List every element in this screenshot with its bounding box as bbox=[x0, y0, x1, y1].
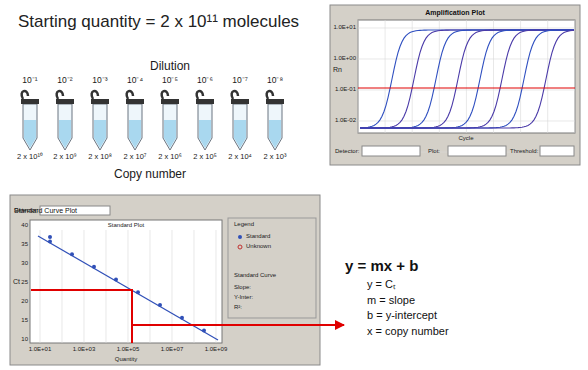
window-frame bbox=[10, 195, 320, 365]
label: 1.0E+07 bbox=[161, 346, 184, 353]
label: 2 x 10¹⁰ bbox=[17, 153, 43, 162]
label: 1.0E+00 bbox=[333, 55, 356, 62]
label: Standard Plot bbox=[108, 222, 144, 229]
window-title: Standard Curve Plot bbox=[10, 205, 320, 217]
label: Ct bbox=[13, 278, 20, 286]
label: 40 bbox=[21, 222, 28, 229]
label: Detector: bbox=[335, 148, 359, 155]
label: Quantity bbox=[115, 356, 137, 363]
label: 2 x 10⁵ bbox=[193, 153, 217, 162]
grid bbox=[40, 230, 216, 343]
label: 10 bbox=[21, 336, 28, 343]
tube bbox=[161, 91, 179, 150]
label: Legend bbox=[234, 221, 254, 228]
tube bbox=[21, 91, 39, 150]
read-off-line bbox=[31, 290, 132, 343]
label: 1.0E+09 bbox=[205, 346, 228, 353]
equation: y = mx + b bbox=[345, 255, 453, 277]
label: Threshold: bbox=[510, 148, 538, 155]
label: 2 x 10⁷ bbox=[123, 153, 146, 162]
label: Rn bbox=[333, 66, 342, 74]
amplification-curves bbox=[360, 30, 574, 128]
label: 10⁻² bbox=[57, 76, 72, 86]
label: 2 x 10⁶ bbox=[158, 153, 182, 162]
label: 1.0E+03 bbox=[73, 346, 96, 353]
equation-term: m = slope bbox=[367, 293, 453, 309]
label: 10⁻³ bbox=[92, 76, 107, 86]
legend-marker bbox=[238, 245, 242, 249]
standard-points bbox=[48, 235, 206, 332]
amplification-plot-window: Amplification Plot bbox=[330, 5, 580, 165]
label: R²: bbox=[234, 304, 242, 311]
equation-term: b = y-intercept bbox=[367, 308, 453, 324]
heading: Starting quantity = 2 x 10¹¹ molecules bbox=[18, 12, 299, 32]
label: 1.0E-01 bbox=[335, 86, 356, 93]
label: Slope: bbox=[234, 284, 251, 291]
threshold-line bbox=[358, 88, 575, 89]
legend-marker bbox=[238, 235, 242, 239]
window-frame bbox=[330, 5, 580, 165]
standard-curve-window: Standard Curve Plot bbox=[10, 195, 320, 365]
label: 15 bbox=[21, 317, 28, 324]
label: 1.0E+01 bbox=[29, 346, 52, 353]
label: 10⁻¹ bbox=[22, 76, 37, 86]
label: Unknown bbox=[246, 243, 271, 250]
tube bbox=[126, 91, 144, 150]
label: 10⁻⁶ bbox=[197, 76, 213, 86]
pointer-line bbox=[132, 324, 320, 326]
label: Standard bbox=[246, 233, 270, 240]
label: Copy number bbox=[114, 168, 186, 182]
label: 1.0E+05 bbox=[117, 346, 140, 353]
label: 2 x 10⁹ bbox=[53, 153, 77, 162]
label: 2 x 10⁴ bbox=[228, 153, 252, 162]
grid bbox=[358, 20, 575, 152]
label: 10⁻⁸ bbox=[267, 76, 283, 86]
window-title: Amplification Plot bbox=[330, 5, 580, 18]
label: 25 bbox=[21, 279, 28, 286]
tube bbox=[91, 91, 109, 150]
equation-term: y = Cₜ bbox=[367, 277, 453, 293]
tube bbox=[196, 91, 214, 150]
plot-area bbox=[358, 20, 575, 133]
label: Standard Curve bbox=[234, 272, 276, 279]
label: 1.0E+01 bbox=[333, 24, 356, 31]
label: 2 x 10⁸ bbox=[88, 153, 112, 162]
label: 30 bbox=[21, 260, 28, 267]
label: Plot: bbox=[428, 148, 440, 155]
input-box bbox=[540, 146, 574, 156]
tubes bbox=[21, 91, 284, 150]
equation-term: x = copy number bbox=[367, 324, 453, 340]
tube bbox=[56, 91, 74, 150]
dropdown bbox=[448, 146, 506, 156]
label: 2 x 10³ bbox=[264, 153, 287, 162]
dropdown bbox=[362, 146, 420, 156]
label: 10⁻⁴ bbox=[127, 76, 143, 86]
label: 20 bbox=[21, 298, 28, 305]
label: 10⁻⁷ bbox=[232, 76, 248, 86]
label: Dilution bbox=[150, 60, 190, 74]
label: 35 bbox=[21, 241, 28, 248]
tube bbox=[266, 91, 284, 150]
equation-block: y = mx + by = Cₜm = slopeb = y-intercept… bbox=[345, 255, 453, 341]
label: Cycle bbox=[458, 135, 473, 142]
pointer-arrow bbox=[320, 324, 344, 326]
label: Y-Inter: bbox=[234, 294, 253, 301]
legend-panel bbox=[228, 218, 316, 318]
label: 10⁻⁵ bbox=[162, 76, 178, 86]
label: 1.0E-02 bbox=[335, 117, 356, 124]
tube bbox=[231, 91, 249, 150]
